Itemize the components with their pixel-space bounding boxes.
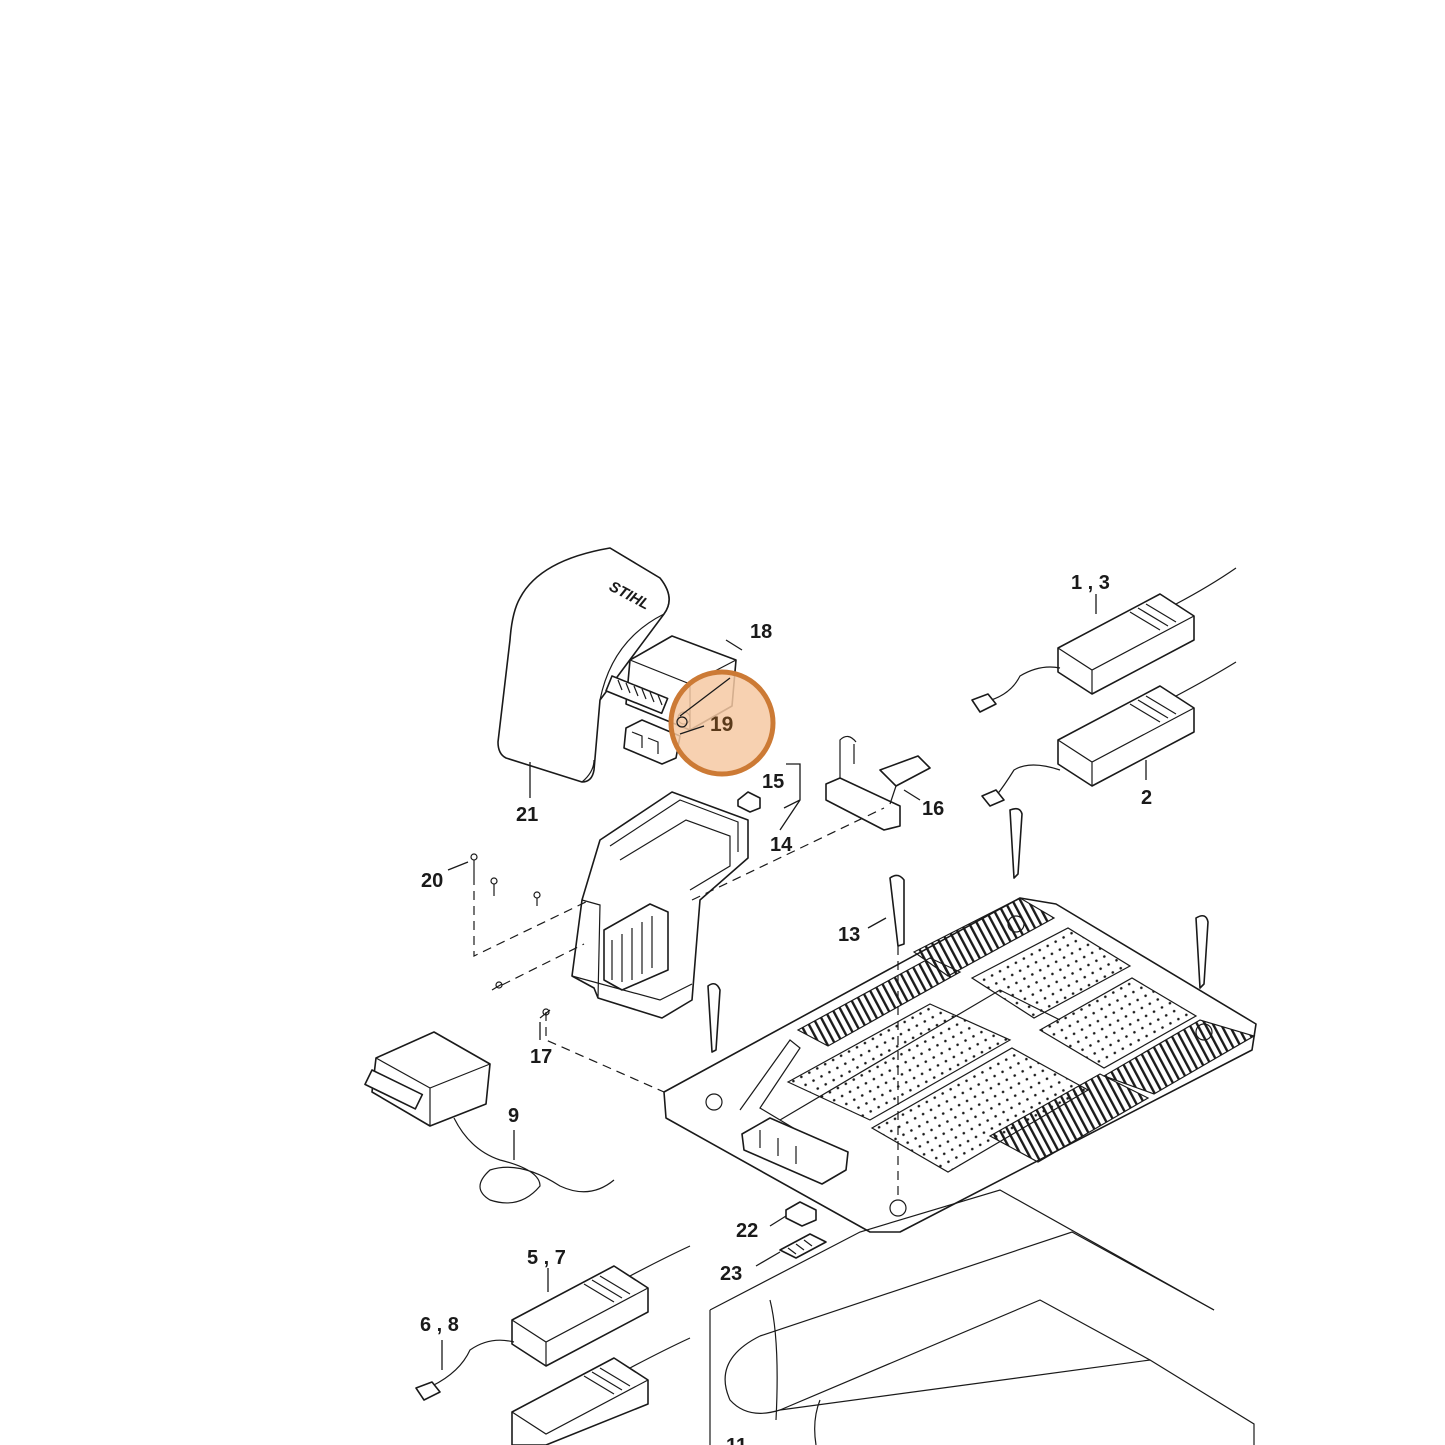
control-unit-with-cable bbox=[364, 1031, 615, 1204]
callout-21: 21 bbox=[516, 804, 538, 826]
callout-23: 23 bbox=[720, 1263, 742, 1285]
callout-19: 19 bbox=[710, 713, 733, 736]
charging-contact-strip bbox=[825, 735, 931, 831]
power-supply-2 bbox=[981, 661, 1237, 807]
highlight-part-19[interactable]: 19 bbox=[668, 669, 776, 777]
callout-14: 14 bbox=[770, 834, 793, 856]
callout-17: 17 bbox=[530, 1046, 552, 1068]
screws bbox=[470, 853, 551, 1019]
contact-clip bbox=[737, 791, 761, 813]
callout-9: 9 bbox=[508, 1105, 519, 1127]
ground-pegs bbox=[707, 807, 1209, 1053]
callout-20: 20 bbox=[421, 870, 443, 892]
callout-13: 13 bbox=[838, 924, 860, 946]
leader-lines bbox=[441, 594, 1147, 1370]
callout-18: 18 bbox=[750, 621, 772, 643]
cable-connectors bbox=[779, 1201, 827, 1259]
callout-6-8: 6 , 8 bbox=[420, 1314, 459, 1336]
power-supply-6-8 bbox=[511, 1337, 691, 1445]
callout-1-3: 1 , 3 bbox=[1071, 572, 1110, 594]
base-plate bbox=[663, 897, 1257, 1233]
callout-5-7: 5 , 7 bbox=[527, 1247, 566, 1269]
assembly-lines bbox=[473, 807, 899, 1200]
docking-base-frame bbox=[571, 791, 749, 1019]
power-supply-5-7 bbox=[415, 1245, 691, 1401]
callout-11: 11 bbox=[726, 1435, 747, 1445]
boundary-wire-kit bbox=[709, 1189, 1255, 1445]
highlight-circle[interactable] bbox=[668, 669, 776, 777]
hood-cover: STIHL bbox=[497, 547, 670, 783]
callout-22: 22 bbox=[736, 1220, 758, 1242]
callout-labels: 1 , 3 2 18 21 15 14 16 20 13 17 9 22 23 … bbox=[420, 572, 1152, 1445]
callout-16: 16 bbox=[922, 798, 944, 820]
callout-2: 2 bbox=[1141, 787, 1152, 809]
power-supply-1-3 bbox=[971, 567, 1237, 713]
callout-15: 15 bbox=[762, 771, 784, 793]
